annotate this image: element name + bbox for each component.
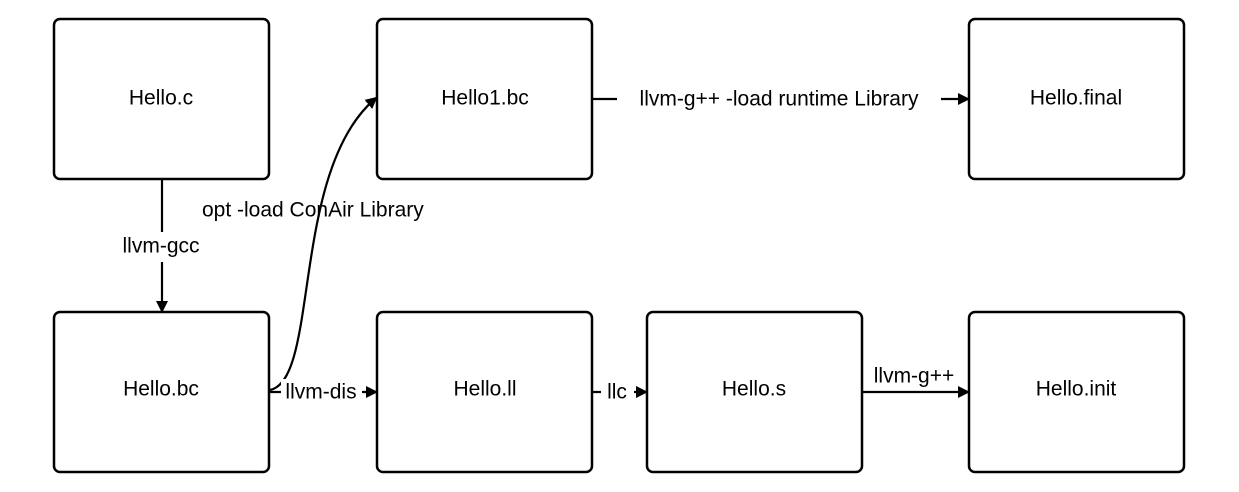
- node-hello-bc-label: Hello.bc: [123, 378, 199, 401]
- edge-llvm-gpp-load-label: llvm-g++ -load runtime Library: [640, 88, 919, 111]
- node-hello-ll-label: Hello.ll: [453, 378, 516, 401]
- edge-llvm-gcc: llvm-gcc: [112, 180, 210, 313]
- edge-llvm-gcc-label-bg: [112, 232, 210, 262]
- node-hello-final-box: [967, 17, 1186, 181]
- node-hello-s: Hello.s: [645, 310, 864, 474]
- node-hello-init: Hello.init: [967, 310, 1186, 474]
- node-hello-c-box: [52, 17, 271, 181]
- node-hello-bc-box: [52, 310, 271, 474]
- node-hello-ll: Hello.ll: [375, 310, 594, 474]
- edge-llvm-gpp-load-label-bg: [617, 86, 941, 114]
- node-hello1-bc-box: [375, 17, 594, 181]
- node-hello-final: Hello.final: [967, 17, 1186, 181]
- edge-llvm-gcc-label: llvm-gcc: [123, 235, 200, 258]
- edge-llvm-gpp: llvm-g++: [862, 365, 970, 398]
- edge-opt-load: opt -load ConAir Library: [202, 96, 424, 392]
- edge-llvm-dis-label-bg: [281, 379, 362, 407]
- node-hello-init-label: Hello.init: [1036, 378, 1117, 401]
- node-hello1-bc-label: Hello1.bc: [441, 87, 529, 110]
- edge-llvm-gpp-load: llvm-g++ -load runtime Library: [593, 86, 970, 114]
- node-hello-s-label: Hello.s: [722, 378, 786, 401]
- edge-llc-label: llc: [607, 381, 627, 404]
- edge-llvm-dis-label: llvm-dis: [285, 381, 356, 404]
- node-hello-final-label: Hello.final: [1030, 87, 1122, 110]
- node-hello-s-box: [645, 310, 864, 474]
- node-hello-bc: Hello.bc: [52, 310, 271, 474]
- edge-opt-load-label: opt -load ConAir Library: [202, 199, 424, 222]
- node-hello-c-label: Hello.c: [129, 87, 193, 110]
- node-hello-c: Hello.c: [52, 17, 271, 181]
- edge-llc: llc: [593, 379, 648, 407]
- edge-llc-label-bg: [601, 379, 634, 407]
- edge-opt-load-curve: [269, 96, 378, 392]
- edge-llvm-gpp-label: llvm-g++: [874, 365, 955, 388]
- edge-llvm-dis: llvm-dis: [270, 379, 378, 407]
- node-hello-init-box: [967, 310, 1186, 474]
- node-hello1-bc: Hello1.bc: [375, 17, 594, 181]
- node-hello-ll-box: [375, 310, 594, 474]
